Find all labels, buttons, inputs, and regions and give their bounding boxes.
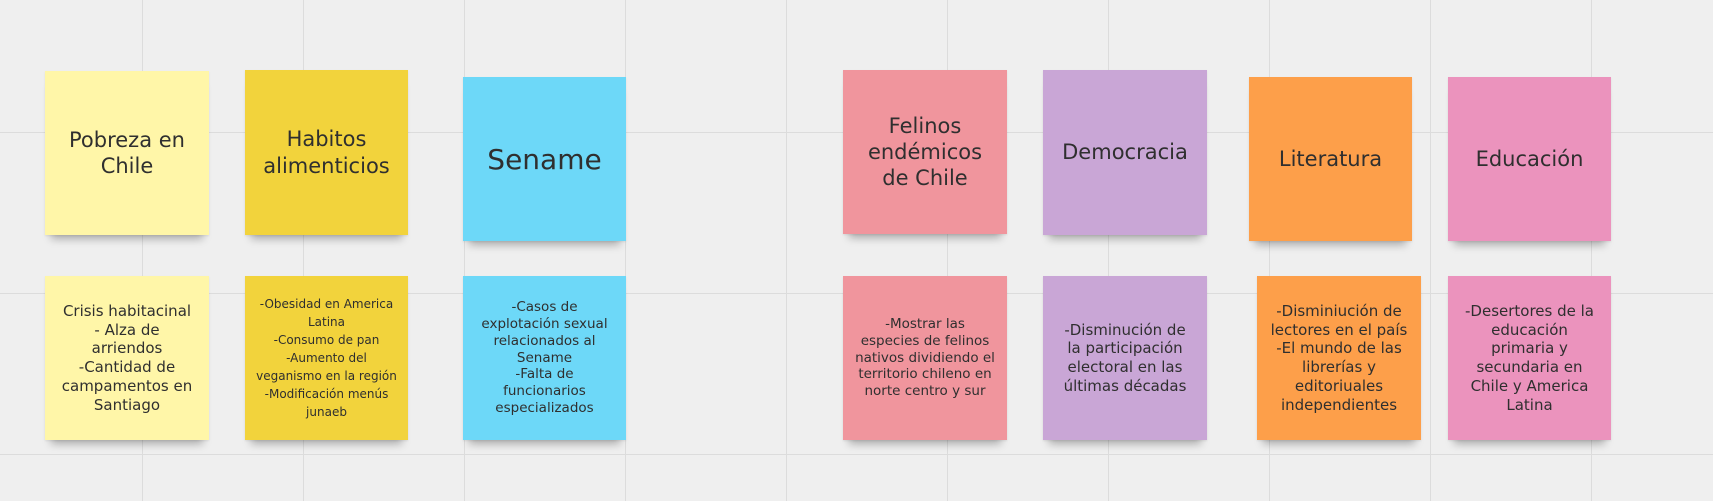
sticky-note-literatura-detail[interactable]: -Disminiución de lectores en el país -El… [1257, 276, 1421, 440]
sticky-note-democracia-detail[interactable]: -Disminución de la participación elector… [1043, 276, 1207, 440]
sticky-note-text: Literatura [1278, 146, 1383, 171]
sticky-note-text: Crisis habitacinal - Alza de arriendos -… [61, 301, 193, 414]
sticky-note-text: Felinos endémicos de Chile [867, 113, 983, 191]
sticky-note-pobreza-title[interactable]: Pobreza en Chile [45, 71, 209, 235]
sticky-note-literatura-title[interactable]: Literatura [1249, 77, 1412, 241]
sticky-note-text: -Disminución de la participación elector… [1063, 320, 1187, 395]
sticky-note-text: Pobreza en Chile [69, 127, 185, 178]
sticky-note-sename-detail[interactable]: -Casos de explotación sexual relacionado… [463, 276, 626, 440]
sticky-note-text: Habitos alimenticios [263, 127, 390, 178]
sticky-note-educacion-detail[interactable]: -Desertores de la educación primaria y s… [1448, 276, 1611, 440]
sticky-note-text: Educación [1475, 146, 1584, 171]
sticky-note-text: -Disminiución de lectores en el país -El… [1270, 301, 1408, 414]
sticky-note-text: -Obesidad en America Latina -Consumo de … [256, 297, 397, 419]
sticky-note-text: Democracia [1062, 140, 1188, 165]
sticky-note-felinos-title[interactable]: Felinos endémicos de Chile [843, 70, 1007, 234]
sticky-note-text: -Casos de explotación sexual relacionado… [481, 298, 608, 417]
sticky-note-text: -Desertores de la educación primaria y s… [1465, 301, 1594, 414]
sticky-note-habitos-detail[interactable]: -Obesidad en America Latina -Consumo de … [245, 276, 408, 440]
sticky-note-educacion-title[interactable]: Educación [1448, 77, 1611, 241]
sticky-note-pobreza-detail[interactable]: Crisis habitacinal - Alza de arriendos -… [45, 276, 209, 440]
sticky-note-text: -Mostrar las especies de felinos nativos… [855, 315, 995, 400]
sticky-note-text: Sename [487, 142, 602, 176]
sticky-note-sename-title[interactable]: Sename [463, 77, 626, 241]
sticky-note-democracia-title[interactable]: Democracia [1043, 70, 1207, 235]
sticky-note-habitos-title[interactable]: Habitos alimenticios [245, 70, 408, 235]
sticky-note-felinos-detail[interactable]: -Mostrar las especies de felinos nativos… [843, 276, 1007, 440]
